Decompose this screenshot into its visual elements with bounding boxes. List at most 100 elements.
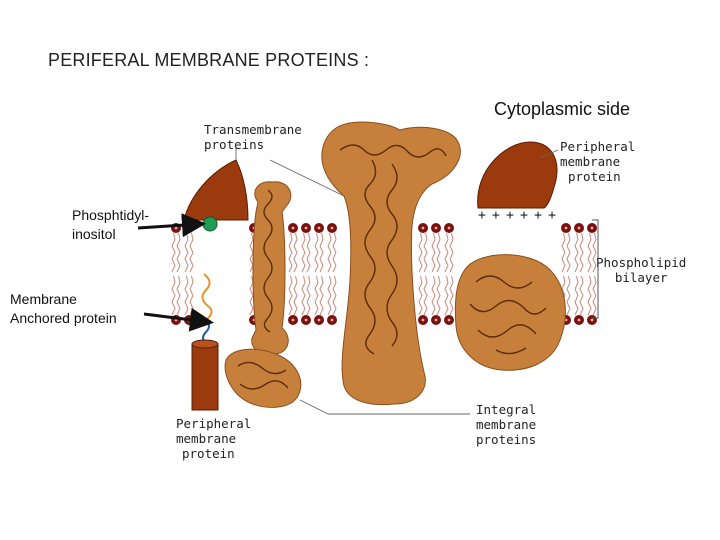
lipid-head-highlight	[317, 318, 321, 322]
lipid-tail	[288, 275, 293, 316]
transmembrane-protein-1-fold	[263, 189, 273, 333]
lipid-tail	[592, 275, 597, 316]
lipid-head-highlight	[304, 226, 308, 230]
lipid-tail	[306, 232, 311, 273]
lipid-tail	[587, 275, 592, 316]
lipid-head-highlight	[434, 318, 438, 322]
lipid-tail	[293, 275, 298, 316]
integral-membrane-protein-fold	[469, 275, 547, 355]
lipid-tail	[327, 275, 332, 316]
lipid-tail	[301, 232, 306, 273]
membrane-anchored-protein-cap	[191, 339, 219, 349]
lipid-head-highlight	[564, 226, 568, 230]
label-line: Membrane	[10, 291, 77, 307]
label-line: bilayer	[614, 270, 668, 285]
lipid-head-highlight	[291, 318, 295, 322]
lipid-tail	[306, 275, 311, 316]
lipid-tail	[288, 232, 293, 273]
membrane-protein-diagram: ++++++	[170, 120, 694, 470]
lipid-tail	[189, 232, 194, 273]
lipid-tail	[423, 232, 428, 273]
lipid-head-highlight	[421, 226, 425, 230]
lipid-tail	[293, 232, 298, 273]
label-line: proteins	[476, 432, 537, 447]
lipid-head-highlight	[317, 226, 321, 230]
label-line: protein	[182, 446, 235, 461]
lipid-tail	[449, 275, 454, 316]
lipid-head-highlight	[330, 226, 334, 230]
label-line: Peripheral	[560, 139, 636, 154]
lipid-head-highlight	[304, 318, 308, 322]
leader-lines	[235, 148, 559, 415]
label-line: Integral	[476, 402, 537, 417]
lipid-head-highlight	[291, 226, 295, 230]
lipid-tail	[171, 275, 176, 316]
lipid-tail	[436, 232, 441, 273]
lipid-tail	[574, 275, 579, 316]
lipid-tail	[184, 275, 189, 316]
lipid-tail	[436, 275, 441, 316]
lipid-tail	[587, 232, 592, 273]
lipid-tail	[431, 232, 436, 273]
lipid-tail	[176, 232, 181, 273]
lipid-tail	[566, 232, 571, 273]
lipid-tail	[444, 232, 449, 273]
label-line: Peripheral	[176, 416, 252, 431]
slide-title: PERIFERAL MEMBRANE PROTEINS :	[48, 50, 370, 70]
lipid-tail	[184, 232, 189, 273]
lipid-head-highlight	[434, 226, 438, 230]
lipid-head-highlight	[447, 226, 451, 230]
peripheral-protein-top-left	[183, 159, 249, 221]
label-line: Phospholipid	[596, 255, 687, 270]
lipid-tail	[431, 275, 436, 316]
lipid-tail	[579, 232, 584, 273]
bilayer-bracket	[592, 219, 599, 319]
label-line: membrane	[476, 417, 537, 432]
lipid-head-highlight	[330, 318, 334, 322]
peripheral-protein-top-right	[477, 141, 558, 209]
anchored-protein-arrow	[143, 307, 214, 332]
lipid-tail	[171, 232, 176, 273]
integral-membrane-proteins-label: Integral membrane proteins	[476, 402, 536, 447]
peripheral-protein-lower-fold	[237, 361, 289, 390]
label-line: Phosphtidyl-	[72, 207, 150, 223]
lipid-head-highlight	[421, 318, 425, 322]
label-line: inositol	[72, 226, 116, 242]
lipid-tail	[574, 232, 579, 273]
lipid-tail	[566, 275, 571, 316]
transmembrane-proteins-label: Transmembrane proteins	[204, 122, 302, 152]
transmembrane-protein-large-fold	[339, 144, 447, 355]
peripheral-membrane-protein-label-top: Peripheral membrane protein	[560, 139, 635, 184]
integral-membrane-protein	[454, 254, 566, 371]
phosphatidylinositol-arrow	[137, 213, 206, 238]
phospholipid-bilayer-label: Phospholipid bilayer	[596, 255, 686, 285]
label-line: membrane	[560, 154, 621, 169]
cytoplasmic-side-label: Cytoplasmic side	[494, 99, 631, 119]
lipid-tail	[327, 232, 332, 273]
lipid-head-highlight	[577, 318, 581, 322]
lipid-tail	[301, 275, 306, 316]
phosphatidylinositol-label: Phosphtidyl- inositol	[72, 206, 149, 244]
lipid-tail	[332, 232, 337, 273]
lipid-tail	[418, 275, 423, 316]
lipid-tail	[418, 232, 423, 273]
lipid-tail	[319, 232, 324, 273]
lipid-tail	[332, 275, 337, 316]
label-line: proteins	[204, 137, 265, 152]
label-line: Anchored protein	[10, 310, 117, 326]
lipid-head-highlight	[174, 226, 178, 230]
upper-leaflet-heads	[171, 223, 597, 233]
lipid-tail	[561, 232, 566, 273]
peripheral-membrane-protein-label-bottom: Peripheral membrane protein	[176, 416, 251, 461]
lipid-tail	[314, 232, 319, 273]
lipid-head-highlight	[577, 226, 581, 230]
label-line: membrane	[176, 431, 237, 446]
lipid-tail	[592, 232, 597, 273]
lipid-tail	[423, 275, 428, 316]
lipid-tail	[449, 232, 454, 273]
label-line: protein	[568, 169, 621, 184]
lipid-tail	[314, 275, 319, 316]
lipid-tail	[444, 275, 449, 316]
lipid-tail	[579, 275, 584, 316]
